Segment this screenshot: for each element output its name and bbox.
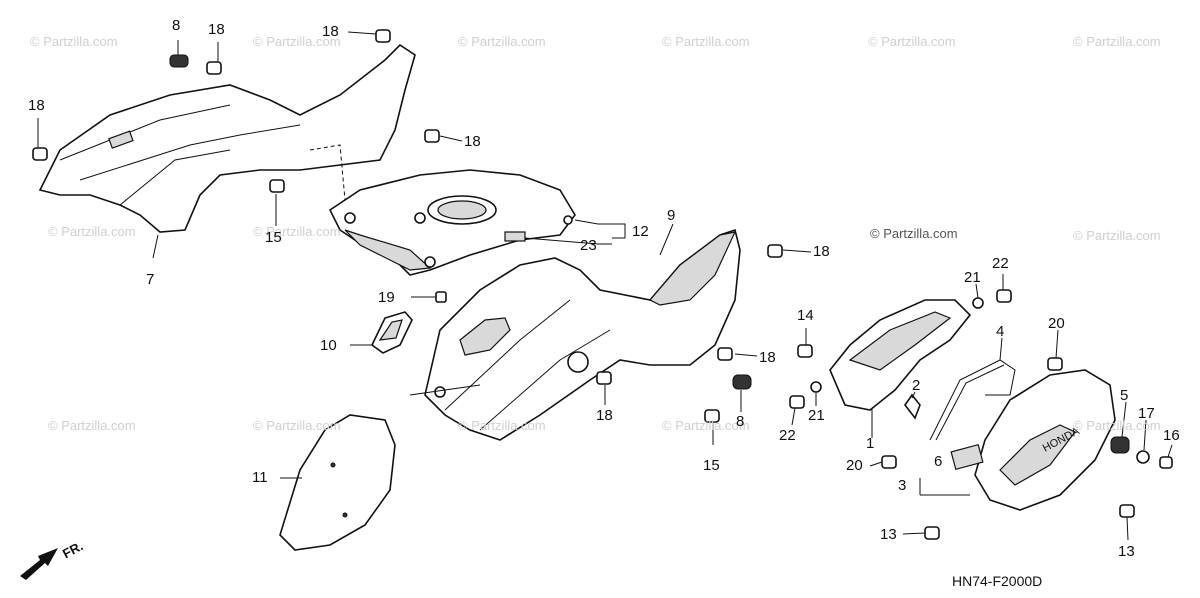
callout-23[interactable]: 23	[580, 237, 597, 254]
callout-12[interactable]: 12	[632, 223, 649, 240]
watermark: © Partzilla.com	[458, 34, 546, 49]
watermark: © Partzilla.com	[662, 418, 750, 433]
callout-15[interactable]: 15	[265, 229, 282, 246]
callout-14[interactable]: 14	[797, 307, 814, 324]
callout-15[interactable]: 15	[703, 457, 720, 474]
leader-lines	[37, 31, 1173, 541]
callout-6[interactable]: 6	[934, 453, 943, 470]
honda-cover-3[interactable]: HONDA	[950, 369, 1116, 511]
callout-18[interactable]: 18	[322, 23, 339, 40]
watermark: © Partzilla.com	[1073, 228, 1161, 243]
callout-17[interactable]: 17	[1138, 405, 1155, 422]
callout-18[interactable]: 18	[208, 21, 225, 38]
callout-18[interactable]: 18	[596, 407, 613, 424]
center-tank-cover[interactable]	[328, 169, 576, 276]
callout-9[interactable]: 9	[667, 207, 676, 224]
callout-7[interactable]: 7	[146, 271, 155, 288]
callout-8[interactable]: 8	[172, 17, 181, 34]
diagram-code: HN74-F2000D	[952, 573, 1043, 589]
side-panel-11[interactable]	[279, 414, 396, 551]
callout-10[interactable]: 10	[320, 337, 337, 354]
callout-18[interactable]: 18	[813, 243, 830, 260]
callout-1[interactable]: 1	[866, 435, 875, 452]
watermark: © Partzilla.com	[868, 34, 956, 49]
callout-20[interactable]: 20	[846, 457, 863, 474]
callout-22[interactable]: 22	[779, 427, 796, 444]
watermark: © Partzilla.com	[253, 34, 341, 49]
callout-18[interactable]: 18	[464, 133, 481, 150]
callout-19[interactable]: 19	[378, 289, 395, 306]
watermark: © Partzilla.com	[662, 34, 750, 49]
right-side-cover[interactable]	[409, 228, 741, 441]
watermark: © Partzilla.com	[48, 224, 136, 239]
callout-5[interactable]: 5	[1120, 387, 1129, 404]
watermark: © Partzilla.com	[30, 34, 118, 49]
callout-4[interactable]: 4	[996, 323, 1005, 340]
bracket-1[interactable]	[829, 299, 972, 411]
callout-11[interactable]: 11	[252, 469, 268, 486]
stay-4[interactable]	[929, 359, 1016, 441]
watermark-main: © Partzilla.com	[870, 226, 958, 241]
callout-13[interactable]: 13	[880, 526, 897, 543]
callout-18[interactable]: 18	[28, 97, 45, 114]
watermark: © Partzilla.com	[48, 418, 136, 433]
clip-10[interactable]	[370, 311, 413, 354]
callout-20[interactable]: 20	[1048, 315, 1065, 332]
callout-13[interactable]: 13	[1118, 543, 1135, 560]
callout-21[interactable]: 21	[808, 407, 825, 424]
callout-16[interactable]: 16	[1163, 427, 1180, 444]
watermark: © Partzilla.com	[1073, 418, 1161, 433]
callout-21[interactable]: 21	[964, 269, 981, 286]
watermark: © Partzilla.com	[458, 418, 546, 433]
callout-18[interactable]: 18	[759, 349, 776, 366]
watermark: © Partzilla.com	[253, 224, 341, 239]
front-arrow-icon	[20, 548, 58, 580]
watermark: © Partzilla.com	[1073, 34, 1161, 49]
callout-3[interactable]: 3	[898, 477, 907, 494]
callout-2[interactable]: 2	[912, 377, 921, 394]
left-side-cover[interactable]	[38, 43, 416, 233]
watermark: © Partzilla.com	[253, 418, 341, 433]
callout-22[interactable]: 22	[992, 255, 1009, 272]
callout-8[interactable]: 8	[736, 413, 745, 430]
